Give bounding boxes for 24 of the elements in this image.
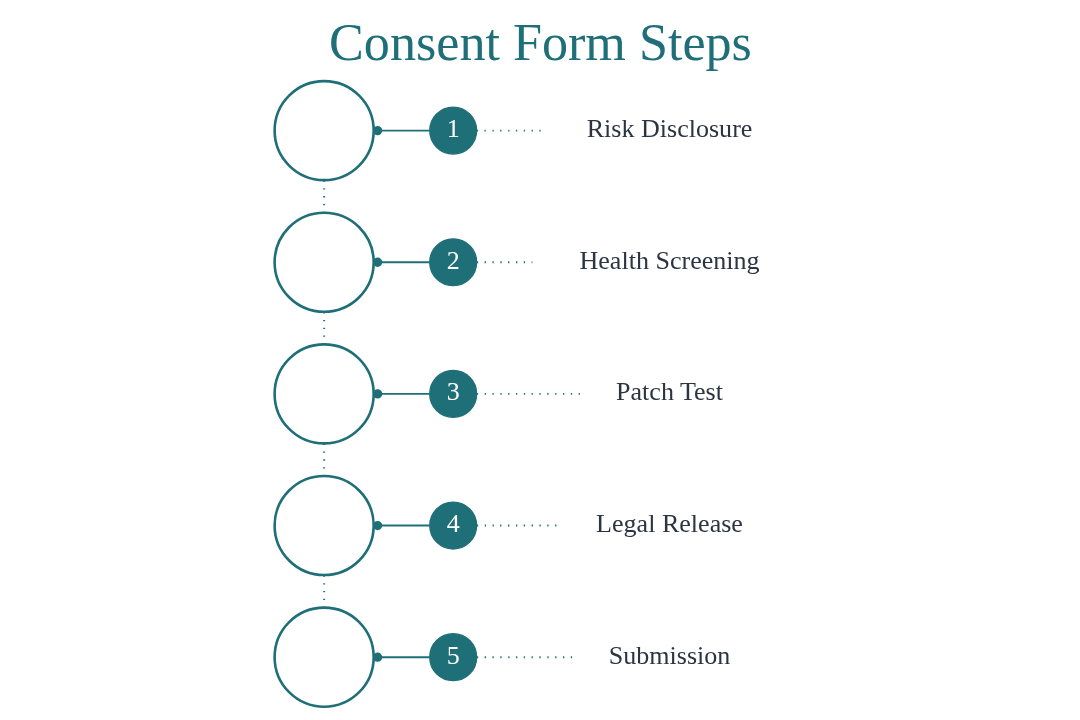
node-circle: 5 [428, 633, 477, 682]
node-circle: 3 [428, 369, 477, 418]
node-circle: 1 [428, 106, 477, 155]
connector [372, 125, 430, 136]
node-circle [272, 474, 375, 577]
node-text: Health Screening [578, 245, 760, 275]
diagram-title: Consent Form Steps [328, 14, 752, 72]
node-circle [272, 606, 375, 708]
node-circle [272, 343, 375, 445]
node-text: Patch Test [615, 377, 723, 407]
connector [475, 524, 558, 527]
node-text: Submission [608, 640, 730, 670]
node-text: Risk Disclosure [586, 114, 752, 144]
connector [372, 257, 430, 267]
node-text: Legal Release [595, 509, 743, 539]
connector [475, 656, 575, 659]
connector [372, 389, 430, 399]
connector [372, 520, 430, 531]
node-circle [272, 79, 375, 182]
connector [475, 392, 583, 395]
node-circle [272, 211, 375, 314]
node-circle: 4 [428, 501, 477, 550]
node-circle: 2 [428, 238, 477, 287]
connector [372, 652, 430, 662]
